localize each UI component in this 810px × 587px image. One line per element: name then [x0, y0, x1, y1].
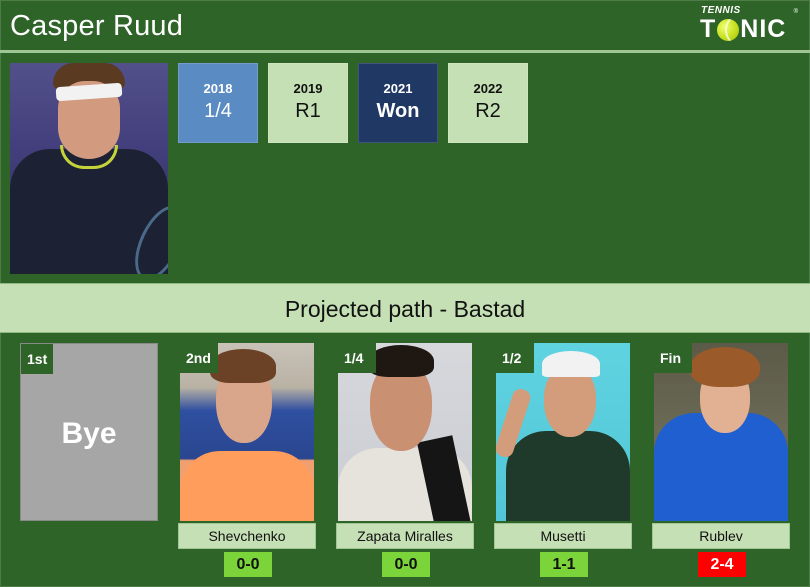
history-result: R2: [475, 100, 501, 122]
opponent-name: Zapata Miralles: [336, 523, 474, 549]
opponent-name: Musetti: [494, 523, 632, 549]
logo-big-text: T NIC: [700, 15, 786, 44]
banner-title: Projected path - Bastad: [284, 296, 526, 322]
logo-letter-t: T: [700, 15, 717, 43]
path-card-bye: 1st Bye: [20, 343, 158, 521]
logo-small-text: TENNIS: [701, 5, 741, 16]
history-year: 2018: [203, 81, 233, 96]
player-photo: [10, 63, 168, 274]
logo-letters-nic: NIC: [740, 15, 787, 43]
opponent-name: Shevchenko: [178, 523, 316, 549]
round-tag: 1/4: [338, 343, 376, 373]
history-box-2018: 2018 1/4: [178, 63, 258, 143]
opponent-shirt: [506, 431, 630, 521]
history-box-2019: 2019 R1: [268, 63, 348, 143]
tennis-ball-icon: [717, 18, 740, 41]
tennis-tonic-logo[interactable]: TENNIS T NIC ®: [700, 5, 800, 44]
history-result: R1: [295, 100, 321, 122]
h2h-score: 0-0: [224, 552, 272, 577]
opponent-cap: [542, 351, 600, 377]
opponent-face: [544, 365, 596, 437]
opponent-hair: [210, 349, 276, 383]
history-result: Won: [376, 100, 420, 122]
opponent-hair: [690, 347, 760, 387]
round-tag: 1/2: [496, 343, 534, 373]
opponent-photo: 1/4: [338, 343, 472, 521]
header-divider: [0, 50, 810, 53]
history-year: 2021: [383, 81, 413, 96]
opponent-photo: Fin: [654, 343, 788, 521]
h2h-score: 0-0: [382, 552, 430, 577]
opponent-name: Rublev: [652, 523, 790, 549]
page-title: Casper Ruud: [10, 10, 184, 42]
round-tag: 1st: [21, 344, 54, 374]
h2h-score: 2-4: [698, 552, 746, 577]
history-result: 1/4: [204, 100, 232, 122]
history-box-2022: 2022 R2: [448, 63, 528, 143]
history-box-2021: 2021 Won: [358, 63, 438, 143]
registered-mark: ®: [793, 9, 798, 15]
player-shirt: [10, 149, 168, 274]
opponent-photo: 2nd: [180, 343, 314, 521]
bye-label: Bye: [61, 417, 117, 450]
round-tag: Fin: [654, 343, 692, 373]
opponent-shirt: [180, 451, 314, 521]
opponent-hair: [368, 345, 434, 377]
history-year: 2022: [473, 81, 503, 96]
h2h-score: 1-1: [540, 552, 588, 577]
projected-path-banner: Projected path - Bastad: [0, 283, 810, 333]
history-year: 2019: [293, 81, 323, 96]
round-tag: 2nd: [180, 343, 218, 373]
opponent-photo: 1/2: [496, 343, 630, 521]
